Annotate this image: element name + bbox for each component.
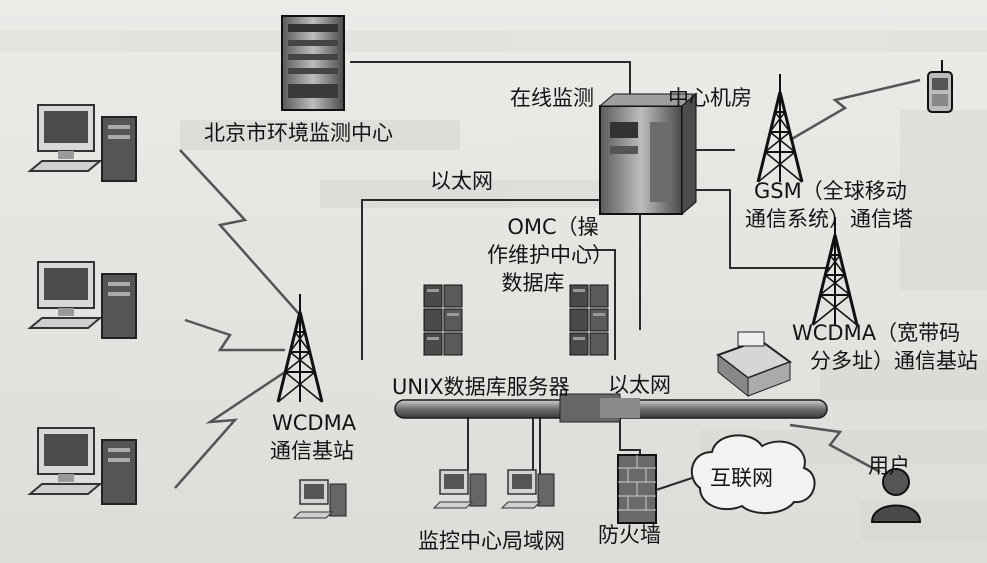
user-label: 用户: [868, 454, 910, 478]
firewall-label: 防火墙: [598, 523, 661, 547]
firewall-icon: [617, 454, 657, 524]
omc-database-rack-left: [423, 284, 463, 356]
gsm-tower-icon: [756, 72, 804, 184]
internet-label: 互联网: [710, 466, 773, 490]
remote-workstation-3: [29, 427, 137, 505]
lan-pc-1: [293, 479, 347, 519]
wcdma-left-label-line2: 通信基站: [270, 439, 354, 463]
online-monitor-label: 在线监测: [510, 86, 594, 110]
ethernet-backbone: [394, 393, 828, 423]
printer-icon: [715, 331, 793, 398]
ethernet-top-label: 以太网: [430, 169, 493, 193]
omc-label-line2: 作维护中心）: [487, 243, 613, 267]
omc-label-line1: OMC（操: [507, 215, 599, 239]
remote-workstation-2: [29, 261, 137, 339]
unix-server-label: UNIX数据库服务器: [392, 375, 570, 399]
beijing-center-server-icon: [281, 15, 345, 111]
internet-cloud-icon: [690, 434, 816, 514]
gsm-label-line2: 通信系统）通信塔: [745, 207, 913, 231]
user-icon: [870, 468, 922, 523]
wcdma-left-label-line1: WCDMA: [272, 411, 357, 435]
wireless-links: [174, 78, 921, 489]
ethernet-bottom-label: 以太网: [608, 373, 671, 397]
remote-workstation-1: [29, 104, 137, 182]
omc-label-line3: 数据库: [501, 271, 565, 295]
mobile-phone-icon: [927, 60, 953, 113]
lan-pc-3: [501, 469, 555, 509]
wcdma-left-tower-icon: [276, 292, 324, 404]
wcdma-right-label-line2: 分多址）通信基站: [810, 349, 978, 373]
central-room-label: 中心机房: [668, 86, 752, 110]
gsm-label-line1: GSM（全球移动: [754, 179, 907, 203]
beijing-center-label: 北京市环境监测中心: [204, 121, 393, 145]
ethernet-lines: [350, 61, 830, 480]
wcdma-right-label-line1: WCDMA（宽带码: [792, 321, 961, 345]
central-server-icon: [598, 92, 698, 216]
lan-label: 监控中心局域网: [418, 529, 565, 553]
lan-pc-2: [433, 469, 487, 509]
